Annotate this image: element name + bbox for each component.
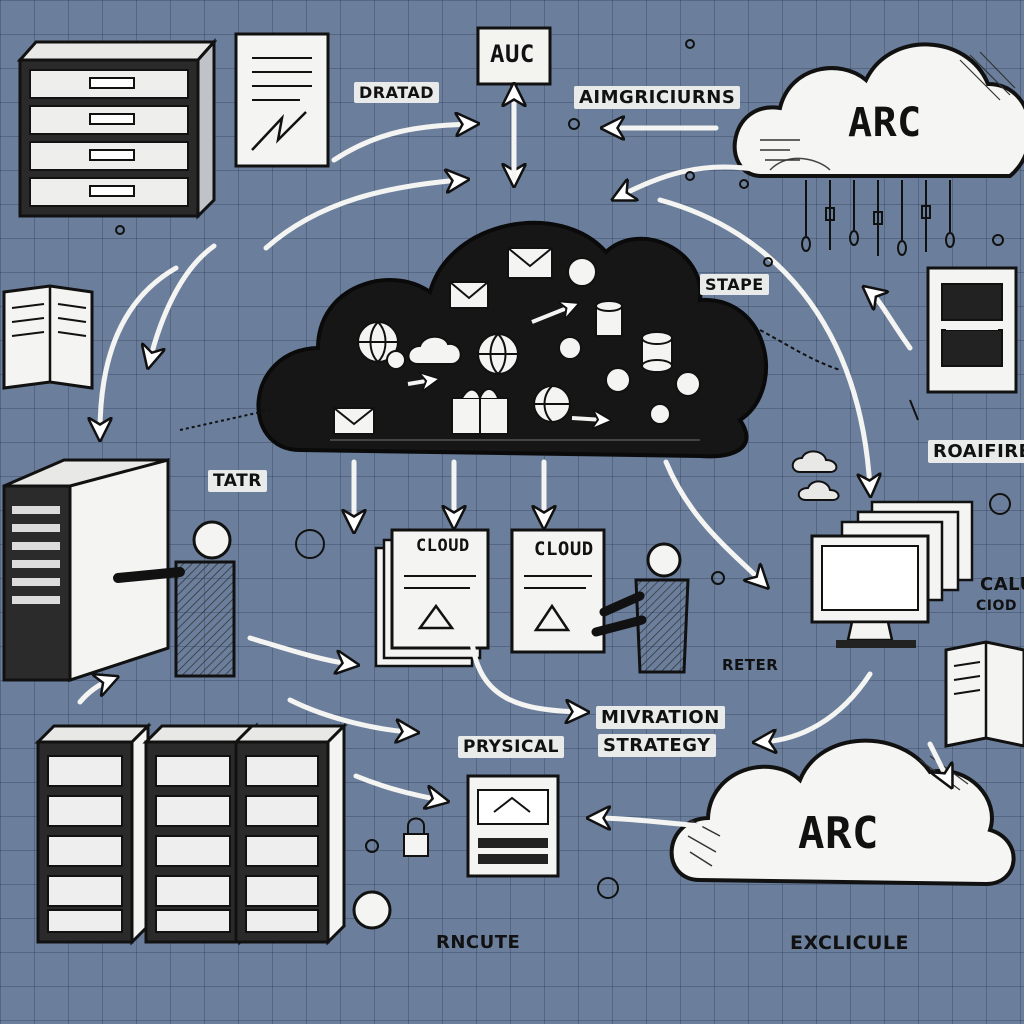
exclicule-label: EXCLICULE — [790, 932, 910, 954]
arrow-icon — [287, 697, 410, 732]
database-icon — [641, 331, 673, 373]
arrow-icon — [247, 635, 350, 664]
bubble-icon — [386, 257, 701, 425]
gift-box-icon — [451, 388, 509, 435]
document-icon — [466, 774, 560, 878]
cloud-document-stack-right-icon — [510, 528, 606, 654]
data-stream-icon — [801, 180, 955, 256]
aimgriciurns-label: AIMGRICIURNS — [574, 86, 741, 109]
small-cloud-icon — [407, 335, 462, 365]
open-book-icon — [944, 640, 1024, 748]
arrow-icon — [657, 197, 870, 488]
arc-bottom-label: ARC — [798, 808, 879, 859]
arrow-icon — [353, 773, 440, 800]
auc-box — [476, 26, 552, 86]
cloud-document-right-label: CLOUD — [534, 538, 594, 560]
dratad-label: DRATAD — [354, 82, 440, 103]
person-icon — [113, 520, 236, 678]
arrow-icon — [762, 671, 873, 742]
arrow-icon — [596, 818, 703, 826]
envelope-icon — [333, 407, 375, 435]
mivration-label: MIVRATION — [596, 706, 725, 729]
arrow-icon — [150, 243, 217, 360]
lock-icon — [403, 817, 429, 857]
prysical-label: PRYSICAL — [458, 736, 564, 758]
arrow-icon — [100, 265, 179, 432]
document-icon — [234, 32, 330, 168]
server-rack-icon — [232, 722, 348, 946]
reter-label: RETER — [722, 656, 779, 674]
server-rack-icon — [16, 38, 218, 220]
person-icon — [591, 542, 690, 674]
tower-server-icon — [2, 458, 170, 683]
open-book-icon — [2, 284, 94, 390]
document-panel-icon — [926, 266, 1018, 394]
auc-label: AUC — [490, 40, 535, 68]
server-rack-icon — [34, 722, 152, 946]
tatr-label: TATR — [208, 470, 267, 492]
doodle-marks — [115, 39, 1011, 899]
envelope-icon — [507, 247, 553, 279]
arrow-icon — [927, 741, 948, 780]
globe-icon — [533, 385, 571, 423]
arrow-icon — [263, 180, 460, 251]
roaifire-label: ROAIFIRE — [928, 440, 1024, 463]
badge-icon — [352, 890, 392, 930]
cloud-document-stack-left-icon — [374, 528, 490, 668]
globe-icon — [357, 321, 399, 363]
small-cloud-icon — [791, 450, 840, 501]
stape-label: STAPE — [700, 274, 769, 295]
monitor-icon — [810, 500, 974, 648]
arc-top-label: ARC — [848, 100, 922, 146]
arrow-icon — [663, 459, 762, 582]
arrow-icon — [469, 639, 580, 712]
envelope-icon — [449, 281, 489, 309]
arrow-icon — [331, 124, 470, 163]
arrow-icon — [407, 306, 604, 420]
strategy-label: STRATEGY — [598, 734, 716, 757]
cylinder-icon — [595, 300, 623, 337]
calu-label: CALU — [980, 574, 1024, 595]
rncute-label: RNCUTE — [436, 932, 521, 953]
arrow-icon — [620, 164, 763, 196]
globe-icon — [477, 333, 519, 375]
arrow-icon — [77, 680, 110, 705]
ciod-label: CIOD — [976, 598, 1018, 614]
flow-arrows — [77, 92, 948, 826]
arrow-icon — [870, 292, 913, 351]
cloud-document-left-label: CLOUD — [416, 536, 470, 556]
